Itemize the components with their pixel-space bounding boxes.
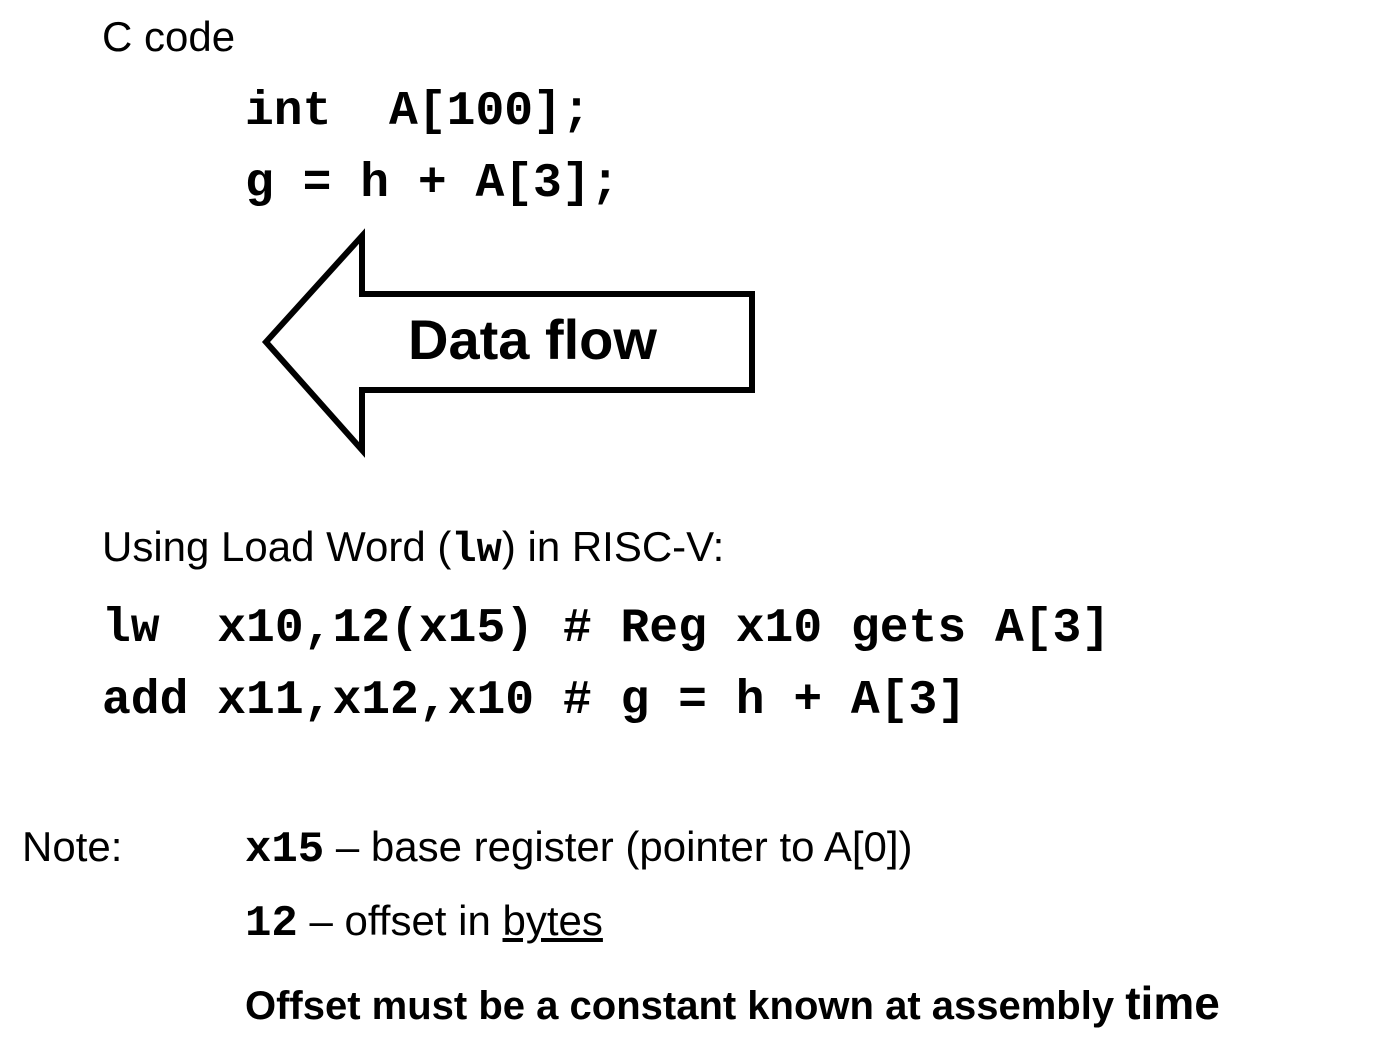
note-item-offset-code: 12 [245, 899, 298, 949]
assembly-line-lw: lw x10,12(x15) # Reg x10 gets A[3] [102, 602, 1111, 656]
note-item-offset-underlined: bytes [502, 897, 603, 944]
data-flow-label: Data flow [408, 308, 657, 371]
load-word-intro-before: Using Load Word ( [102, 523, 452, 570]
load-word-intro-code: lw [451, 526, 502, 574]
note-item-offset: 12 – offset in bytes [245, 897, 603, 949]
note-item-constant-offset-last-word: time [1125, 977, 1220, 1029]
note-item-base-register-text: – base register (pointer to A[0]) [324, 823, 913, 870]
note-item-constant-offset: Offset must be a constant known at assem… [245, 980, 1220, 1026]
load-word-intro: Using Load Word (lw) in RISC-V: [102, 523, 725, 574]
note-item-base-register: x15 – base register (pointer to A[0]) [245, 823, 913, 875]
data-flow-arrow-icon [261, 228, 755, 458]
c-code-line-assignment: g = h + A[3]; [245, 157, 620, 211]
note-item-constant-offset-text: Offset must be a constant known at assem… [245, 984, 1126, 1028]
load-word-intro-after: ) in RISC-V: [501, 523, 725, 570]
c-code-line-declaration: int A[100]; [245, 85, 591, 139]
note-item-base-register-code: x15 [245, 825, 325, 875]
note-label: Note: [22, 823, 123, 870]
assembly-line-add: add x11,x12,x10 # g = h + A[3] [102, 674, 967, 728]
note-item-offset-text: – offset in [297, 897, 503, 944]
arrow-outline [261, 228, 755, 458]
c-code-heading: C code [102, 13, 236, 60]
